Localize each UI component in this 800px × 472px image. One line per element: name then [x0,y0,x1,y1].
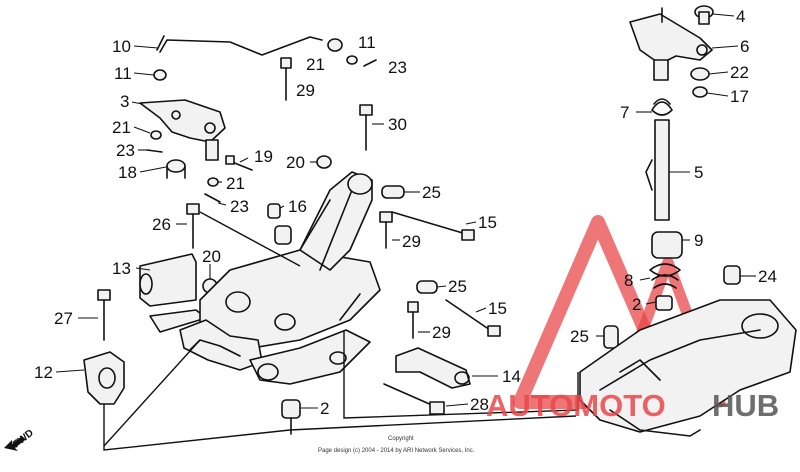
bracket-13 [139,253,197,307]
nut-20 [316,155,332,169]
rubber-16 [267,203,281,219]
bolt-28 [383,383,435,407]
callout-21: 21 [306,55,325,74]
washer-22 [690,67,710,81]
callout-17: 17 [730,87,749,106]
callout-18: 18 [118,163,137,182]
callout-16: 16 [288,197,307,216]
callout-20: 20 [286,153,305,172]
watermark-text: AUTOMOTO HUB [486,388,779,423]
callout-25: 25 [448,277,467,296]
callout-27: 27 [54,309,73,328]
callout-2: 2 [320,399,329,418]
breather-tube [159,36,323,56]
shift-arm-6 [629,13,713,65]
callout-23: 23 [388,58,407,77]
callout-23: 23 [230,197,249,216]
bolt-27 [97,289,111,301]
bolt-26 [186,203,200,215]
callout-20: 20 [202,247,221,266]
copyright-line2: Page design (c) 2004 - 2014 by ARI Netwo… [318,448,475,454]
callout-15: 15 [478,213,497,232]
callout-5: 5 [694,163,703,182]
callout-19: 19 [254,147,273,166]
callout-8: 8 [624,271,633,290]
washer-17 [692,86,708,98]
bolt-29 [280,57,292,69]
callout-21: 21 [112,118,131,137]
callout-29: 29 [296,81,315,100]
rubber-mount-12 [83,351,125,405]
clip-11 [153,69,167,81]
frame-assembly [179,171,381,385]
callout-15: 15 [488,299,507,318]
callout-13: 13 [112,259,131,278]
callout-22: 22 [730,63,749,82]
collar-18 [166,159,186,173]
callout-14: 14 [502,367,521,386]
fwd-indicator: FWD [4,428,36,451]
fwd-arrow-icon [4,436,25,451]
callout-12: 12 [34,363,53,382]
callout-4: 4 [736,7,745,26]
callout-28: 28 [470,395,489,414]
callout-9: 9 [694,231,703,250]
leader-lines [55,13,756,409]
bracket-14 [395,347,471,389]
collar-25 [381,185,405,199]
callout-11: 11 [114,64,132,83]
bolt-15 [391,211,467,235]
callout-7: 7 [620,103,629,122]
callout-30: 30 [388,115,407,134]
crankcase-cover [579,299,797,437]
callout-25: 25 [570,327,589,346]
callout-29: 29 [432,323,451,342]
callout-10: 10 [112,37,131,56]
fwd-label: FWD [11,428,36,451]
collar-9 [651,231,683,259]
spring-8 [649,263,681,289]
shift-shaft-5 [654,119,670,221]
grommet-11 [327,38,343,52]
reference-line [103,404,577,451]
callout-26: 26 [152,215,171,234]
copyright-line1: Copyright [388,436,414,442]
dowel-24 [723,265,741,285]
callout-11: 11 [358,33,376,52]
bolt-30 [359,104,373,116]
callout-24: 24 [758,267,777,286]
watermark-red-text: AUTOMOTO [486,388,666,423]
callout-23: 23 [116,141,135,160]
callout-2: 2 [632,295,641,314]
washer-21 [346,55,358,65]
watermark-gray-text: HUB [712,388,779,423]
callout-6: 6 [740,37,749,56]
dowel-2 [281,399,301,419]
callout-29: 29 [402,232,421,251]
callout-labels: 10 11 11 3 21 23 18 21 23 29 21 23 19 21… [34,7,777,418]
callout-3: 3 [120,92,129,111]
spring-7 [651,98,673,116]
callout-21: 21 [226,174,245,193]
callout-25: 25 [422,183,441,202]
